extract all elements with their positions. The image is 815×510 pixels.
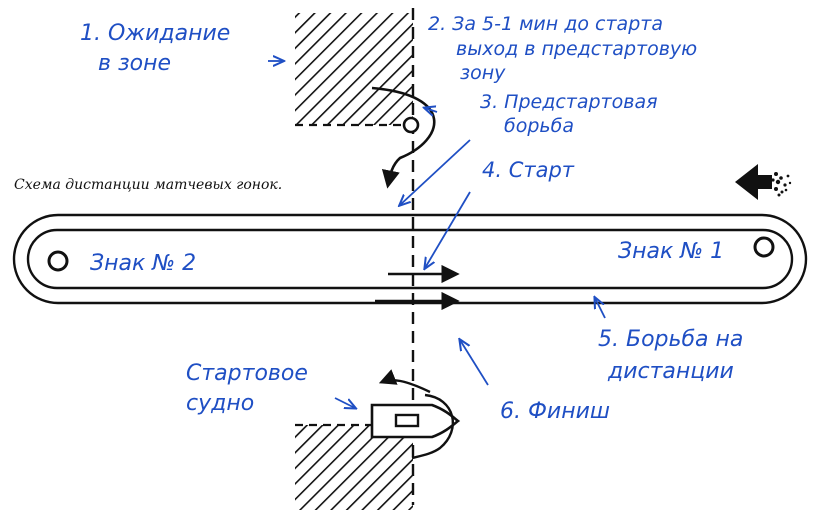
label-committee-line1: Стартовое — [186, 361, 308, 386]
committee-boat — [370, 369, 461, 460]
label-course-fight-line2: дистанции — [607, 359, 734, 384]
label-exit-line1: 2. За 5-1 мин до старта — [428, 13, 663, 35]
label-course-fight-line1: 5. Борьба на — [598, 327, 743, 352]
wind-arrow-icon — [735, 164, 792, 200]
diagram-caption: Схема дистанции матчевых гонок. — [14, 177, 282, 193]
label-committee-line2: судно — [186, 391, 254, 416]
approach-path — [371, 86, 436, 189]
label-mark-1: Знак № 1 — [618, 239, 724, 264]
annotation-pointers — [268, 61, 606, 408]
mark-1 — [753, 236, 775, 258]
label-waiting-line2: в зоне — [98, 51, 171, 76]
lower-zone — [295, 423, 413, 510]
pin-buoy — [402, 116, 420, 134]
label-finish: 6. Финиш — [500, 399, 610, 424]
label-exit-line2: выход в предстартовую — [456, 38, 697, 60]
course-loop — [12, 213, 808, 305]
label-prestart-line2: борьба — [504, 115, 574, 137]
label-start: 4. Старт — [482, 158, 575, 182]
label-mark-2: Знак № 2 — [90, 251, 196, 276]
label-exit-line3: зону — [460, 62, 506, 84]
upper-waiting-zone — [295, 13, 413, 127]
mark-2 — [47, 250, 69, 272]
label-waiting-line1: 1. Ожидание — [80, 21, 230, 46]
label-prestart-line1: 3. Предстартовая — [480, 91, 658, 113]
